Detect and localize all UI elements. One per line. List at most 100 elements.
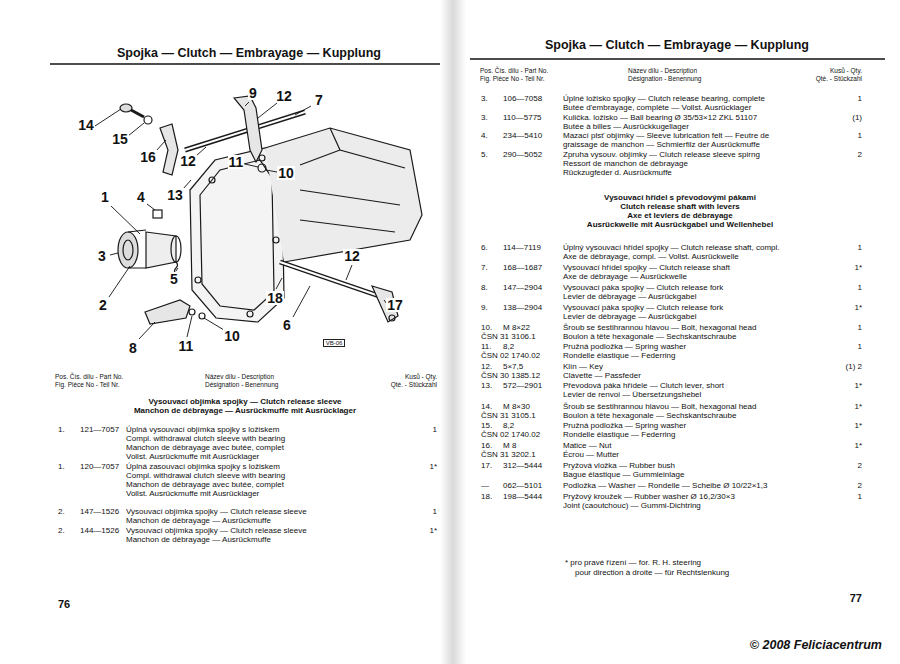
callout-number: 3 (97, 249, 107, 263)
position-number: 7. (481, 263, 488, 272)
part-description: Matice — Nut (563, 441, 611, 450)
quantity: 1* (854, 263, 862, 272)
section-heading: Axe et leviers de débrayage (627, 211, 732, 220)
part-description: Úplné ložisko spojky — Clutch release be… (563, 94, 765, 103)
part-description: Rondelle élastique — Federring (563, 430, 676, 439)
position-number: 13. (481, 381, 492, 390)
page-heading: Spojka — Clutch — Embrayage — Kupplung (545, 38, 809, 52)
callout-number: 10 (277, 166, 295, 180)
clutch-parts (118, 96, 422, 324)
part-description: Úplná vysouvací objímka spojky s ložiske… (126, 425, 279, 434)
part-description: Úplný vysouvací hřídel spojky — Clutch r… (563, 243, 780, 252)
position-number: 1. (58, 462, 65, 471)
callout-number: 5 (169, 272, 179, 286)
part-number: M 8×30 (503, 402, 530, 411)
column-header: Pos. Čís. dílu - Part No. (480, 67, 548, 74)
part-number: 168—1687 (503, 263, 542, 272)
quantity: 2 (858, 481, 862, 490)
section-heading: Vysouvací hřídel s převodovými pákami (604, 193, 756, 202)
quantity: 2 (858, 150, 862, 159)
part-description: Vysouvací páka spojky — Clutch release f… (563, 303, 723, 312)
leader-lines (95, 102, 387, 339)
position-number: 16. (481, 441, 492, 450)
section-heading: Clutch release shaft with levers (620, 202, 740, 211)
quantity: 1* (429, 462, 437, 471)
column-header: Pos. Čís. dílu - Part No. (55, 373, 123, 380)
part-number: 8,2 (503, 421, 514, 430)
callout-number: 4 (136, 190, 146, 204)
part-description: Vysouvací páka spojky — Clutch release f… (563, 283, 723, 292)
quantity: 1 (858, 342, 862, 351)
part-description: Úplná zasouvací objímka spojky s ložiske… (126, 462, 280, 471)
part-description: graissage de manchon — Schmierfilz der A… (563, 140, 760, 149)
callout-number: 14 (77, 118, 95, 132)
quantity: 1 (858, 243, 862, 252)
column-header: Désignation - Benennung (205, 381, 278, 388)
part-description: Vollst. Ausrückmuffe mit Ausrücklager (126, 452, 259, 461)
part-number: 312—5444 (503, 461, 542, 470)
page-number: 76 (58, 598, 70, 611)
part-description: Bague élastique — Gummieinlage (563, 470, 684, 479)
column-header: Qté. - Stückzahl (816, 75, 862, 82)
part-number: M 8 (503, 441, 516, 450)
quantity: 1* (854, 441, 862, 450)
part-number: 138—2904 (503, 303, 542, 312)
section-heading: Ausrückwelle mit Ausrückgabel und Wellen… (587, 220, 773, 229)
callout-number: 9 (248, 86, 258, 100)
position-number: 12. (481, 362, 492, 371)
part-description: Manchon de débrayage — Ausrückmuffe (126, 516, 271, 525)
callout-number: 15 (111, 132, 129, 146)
quantity: 1 (433, 507, 437, 516)
column-header: Název dílu - Description (205, 373, 274, 380)
part-number: 234—5410 (503, 131, 542, 140)
quantity: 1 (858, 323, 862, 332)
part-description: Klín — Key (563, 362, 603, 371)
standard-number: ČSN 02 1740.02 (481, 351, 540, 360)
column-header: Kusů - Qty. (405, 373, 437, 380)
page-gutter (440, 0, 466, 664)
part-description: Vysouvací hřídel spojky — Clutch release… (563, 263, 730, 272)
quantity: 1* (854, 303, 862, 312)
quantity: (1) 2 (846, 362, 862, 371)
part-description: Pryžová vložka — Rubber bush (563, 461, 675, 470)
standard-number: ČSN 31 3105.1 (481, 411, 536, 420)
position-number: 6. (481, 243, 488, 252)
part-number: 5×7,5 (503, 362, 523, 371)
standard-number: ČSN 31 3106.1 (481, 332, 536, 341)
quantity: 1* (854, 381, 862, 390)
quantity: 1 (433, 425, 437, 434)
figure-tag: VB-06 (323, 339, 346, 348)
part-description: Manchon de débrayage avec butée, complet (126, 480, 284, 489)
position-number: 3. (481, 113, 488, 122)
callout-number: 7 (314, 93, 324, 107)
callout-number: 1 (100, 190, 110, 204)
callout-number: 8 (128, 341, 138, 355)
position-number: 17. (481, 461, 492, 470)
quantity: 1* (429, 526, 437, 535)
part-description: Mazací plsť objímky — Sleeve lubrication… (563, 131, 769, 140)
callout-number: 16 (139, 150, 157, 164)
part-description: Écrou — Mutter (563, 450, 619, 459)
position-number: 9. (481, 303, 488, 312)
position-number: 5. (481, 150, 488, 159)
part-number: 8,2 (503, 342, 514, 351)
part-description: Compl. withdrawal clutch sleeve with bea… (126, 471, 285, 480)
part-description: Pružná podložka — Spring washer (563, 421, 686, 430)
part-description: Šroub se šestihrannou hlavou — Bolt, hex… (563, 323, 756, 332)
column-header: Désignation - Benennung (628, 75, 701, 82)
heading-rule (50, 63, 440, 64)
part-description: Butée à billes — Ausrückkugellager (563, 122, 689, 131)
watermark: © 2008 Feliciacentrum (750, 638, 882, 652)
part-number: 572—2901 (503, 381, 542, 390)
position-number: 14. (481, 402, 492, 411)
part-description: Axe de débrayage, compl. — Vollst. Ausrü… (563, 252, 739, 261)
standard-number: ČSN 31 3202.1 (481, 450, 536, 459)
position-number: 11. (481, 342, 492, 351)
quantity: 2 (858, 461, 862, 470)
part-description: Boulon à tête hexagonale — Sechskantschr… (563, 332, 736, 341)
position-number: 4. (481, 131, 488, 140)
part-description: Manchon de débrayage — Ausrückmuffe (126, 535, 271, 544)
part-description: Boulon à tête hexagonale — Sechskantschr… (563, 411, 736, 420)
